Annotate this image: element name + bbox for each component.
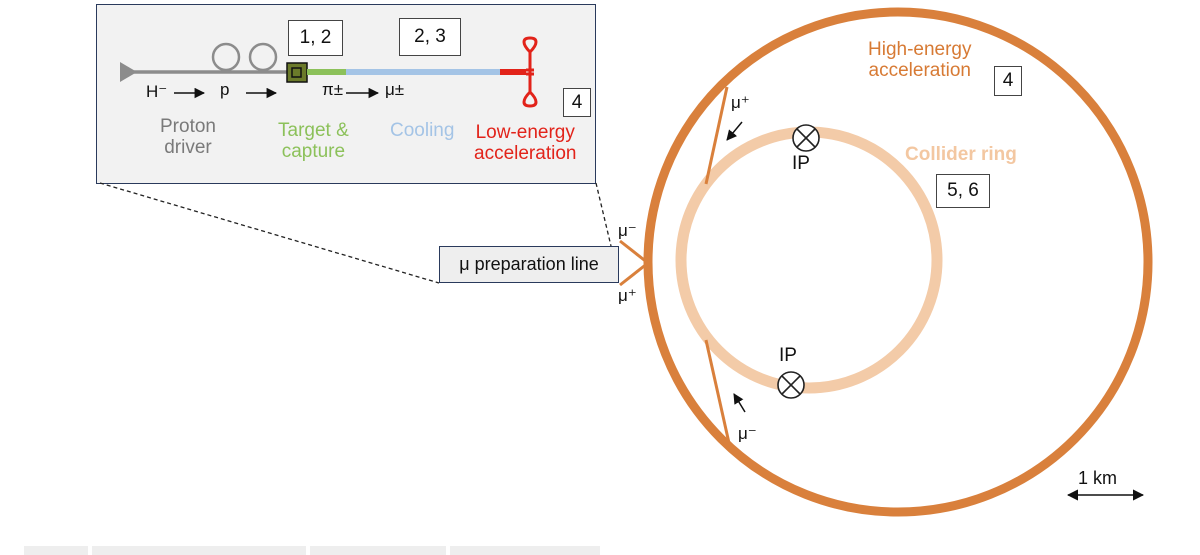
tag-low-energy: 4 — [563, 88, 591, 117]
target-icon — [286, 62, 308, 83]
ip-top-icon — [792, 124, 820, 152]
tag-cooling: 2, 3 — [399, 18, 461, 56]
cooling-label: Cooling — [390, 120, 455, 141]
tag-high-energy: 4 — [994, 66, 1022, 96]
zoom-line-left — [99, 182, 440, 284]
ip-bottom-icon — [777, 371, 805, 399]
low-energy-label: Low-energy acceleration — [474, 122, 577, 164]
proton-ring-2-icon — [248, 42, 278, 72]
footer-strip-1 — [24, 546, 88, 555]
mu-plus-top-label: μ⁺ — [731, 93, 750, 112]
prep-mu-minus-label: μ⁻ — [618, 221, 637, 240]
transfer-line-bottom — [704, 339, 733, 453]
footer-strip-3 — [310, 546, 446, 555]
tag-target: 1, 2 — [288, 20, 343, 56]
mu-minus-arrow — [733, 393, 746, 413]
pi-label: π± — [322, 80, 344, 99]
transfer-line-top — [704, 86, 729, 185]
p-label: p — [220, 80, 230, 99]
injection-line-upper — [619, 239, 649, 265]
high-energy-label: High-energy acceleration — [868, 39, 972, 81]
collider-ring-label: Collider ring — [905, 144, 1017, 165]
high-energy-ring — [643, 7, 1153, 517]
footer-strip-2 — [92, 546, 306, 555]
mu-label: μ± — [385, 80, 405, 99]
zoom-line-right — [595, 182, 612, 247]
h-minus-label: H⁻ — [146, 82, 168, 101]
tag-collider: 5, 6 — [936, 174, 990, 208]
injection-line-lower — [619, 261, 649, 287]
ip-top-label: IP — [792, 153, 810, 174]
footer-strip-4 — [450, 546, 600, 555]
target-inner-icon — [291, 67, 302, 78]
ion-source-icon — [120, 62, 137, 82]
target-capture-label: Target & capture — [278, 120, 349, 162]
inset-panel — [96, 4, 596, 184]
rla-icon — [522, 36, 538, 108]
ip-bottom-label: IP — [779, 345, 797, 366]
prep-mu-plus-label: μ⁺ — [618, 286, 637, 305]
prep-line-box: μ preparation line — [439, 246, 619, 283]
scale-label: 1 km — [1078, 468, 1118, 488]
proton-ring-1-icon — [211, 42, 241, 72]
mu-plus-arrow — [726, 121, 743, 141]
mu-minus-bottom-label: μ⁻ — [738, 424, 757, 443]
prep-line-label: μ preparation line — [459, 254, 599, 274]
proton-driver-label: Proton driver — [160, 116, 216, 158]
